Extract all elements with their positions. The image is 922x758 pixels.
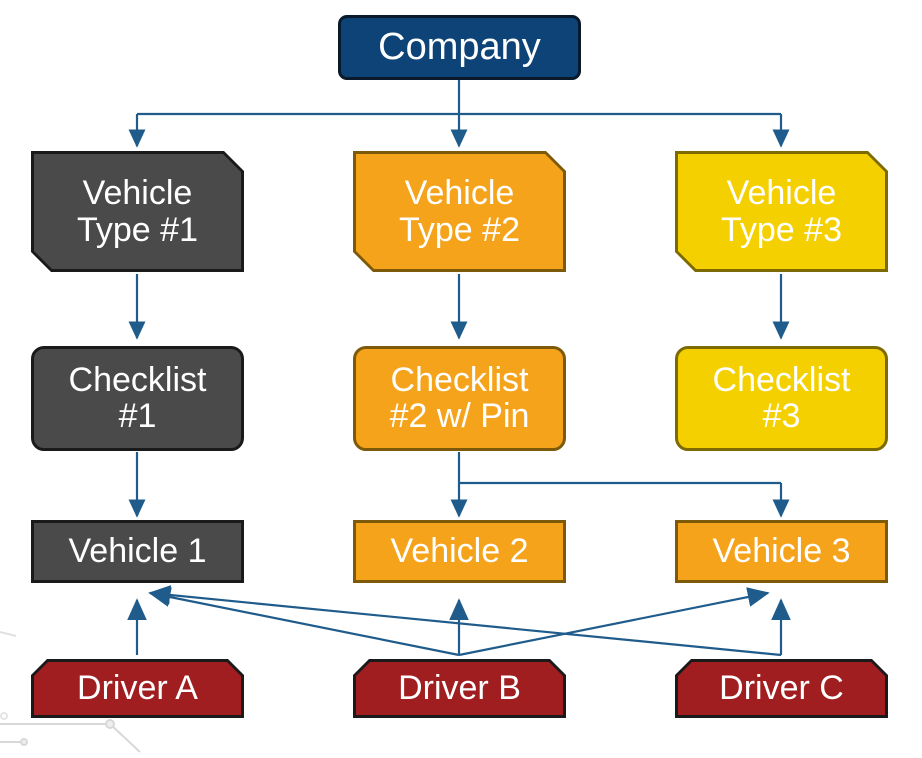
node-checklist-2-label: Checklist #2 w/ Pin [389, 361, 530, 435]
node-vehicle-type-1-label: Vehicle Type #1 [77, 174, 198, 249]
edge-checklist2-to-vehicles [450, 452, 790, 518]
node-fill [678, 154, 885, 269]
node-driver-b-label: Driver B [398, 669, 521, 707]
node-vehicle-type-3-label: Vehicle Type #3 [721, 174, 842, 249]
node-vehicle-type-3[interactable]: Vehicle Type #3 [675, 151, 888, 272]
node-fill [678, 662, 885, 715]
node-fill [34, 154, 241, 269]
node-vehicle-2-label: Vehicle 2 [390, 531, 529, 570]
edge-driverB-to-vehicle3 [458, 587, 770, 657]
node-checklist-2[interactable]: Checklist #2 w/ Pin [353, 346, 566, 451]
edge-driverC-to-vehicle1 [148, 585, 782, 657]
node-vehicle-3-label: Vehicle 3 [712, 531, 851, 570]
node-vehicle-1-label: Vehicle 1 [68, 531, 207, 570]
node-driver-a-label: Driver A [77, 669, 198, 707]
node-vehicle-3[interactable]: Vehicle 3 [675, 520, 888, 583]
node-checklist-3-label: Checklist #3 [712, 361, 851, 435]
node-vehicle-2[interactable]: Vehicle 2 [353, 520, 566, 583]
edge-company-to-types [128, 80, 790, 148]
node-fill [34, 662, 241, 715]
node-checklist-1-label: Checklist #1 [68, 361, 207, 435]
node-driver-c[interactable]: Driver C [675, 659, 888, 718]
node-vehicle-type-2[interactable]: Vehicle Type #2 [353, 151, 566, 272]
edge-driverB-to-vehicle1 [148, 587, 460, 657]
node-driver-a[interactable]: Driver A [31, 659, 244, 718]
node-driver-b[interactable]: Driver B [353, 659, 566, 718]
node-checklist-3[interactable]: Checklist #3 [675, 346, 888, 451]
node-fill [356, 662, 563, 715]
node-vehicle-1[interactable]: Vehicle 1 [31, 520, 244, 583]
node-fill [356, 154, 563, 269]
node-company[interactable]: Company [338, 15, 581, 80]
node-checklist-1[interactable]: Checklist #1 [31, 346, 244, 451]
node-company-label: Company [378, 25, 541, 68]
node-vehicle-type-1[interactable]: Vehicle Type #1 [31, 151, 244, 272]
node-driver-c-label: Driver C [719, 669, 844, 707]
node-vehicle-type-2-label: Vehicle Type #2 [399, 174, 520, 249]
